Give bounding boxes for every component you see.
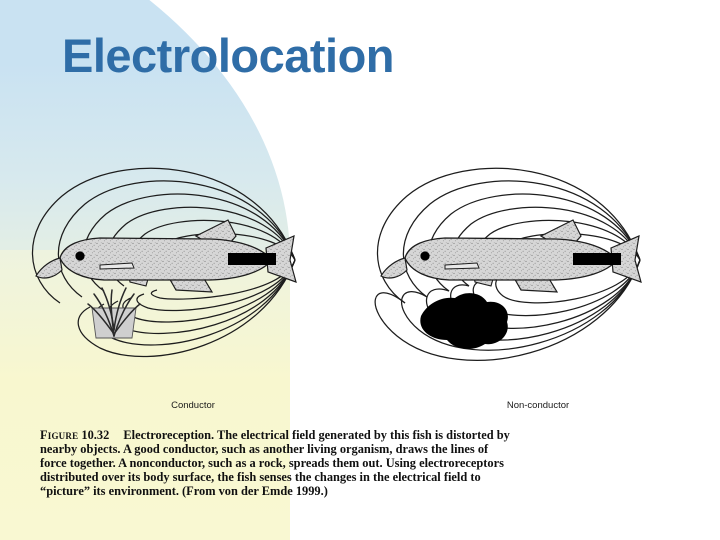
object-plant-conductor (87, 287, 141, 339)
page-title: Electrolocation (62, 29, 395, 82)
caption-figure-number: 10.32 (81, 428, 110, 442)
caption-body: Electroreception. The electrical field g… (40, 428, 510, 499)
fish-conductor (35, 219, 297, 293)
electric-organ (228, 253, 276, 265)
panel-label-conductor: Conductor (171, 400, 215, 411)
electric-organ (573, 253, 621, 265)
fish-non-conductor (380, 219, 642, 293)
object-rock-non-conductor (420, 293, 508, 349)
fish-eye-icon (75, 251, 85, 261)
fish-eye-icon (420, 251, 430, 261)
caption-figure-word: Figure (40, 428, 79, 442)
panel-non-conductor: Non-conductor (374, 167, 642, 411)
panel-label-non-conductor: Non-conductor (507, 400, 569, 411)
decorative-background-fill (0, 250, 290, 540)
figure-caption: Figure 10.32 Electroreception. The elect… (40, 428, 510, 498)
panel-conductor: Conductor (31, 167, 297, 411)
figure-image: Conductor (0, 140, 720, 440)
